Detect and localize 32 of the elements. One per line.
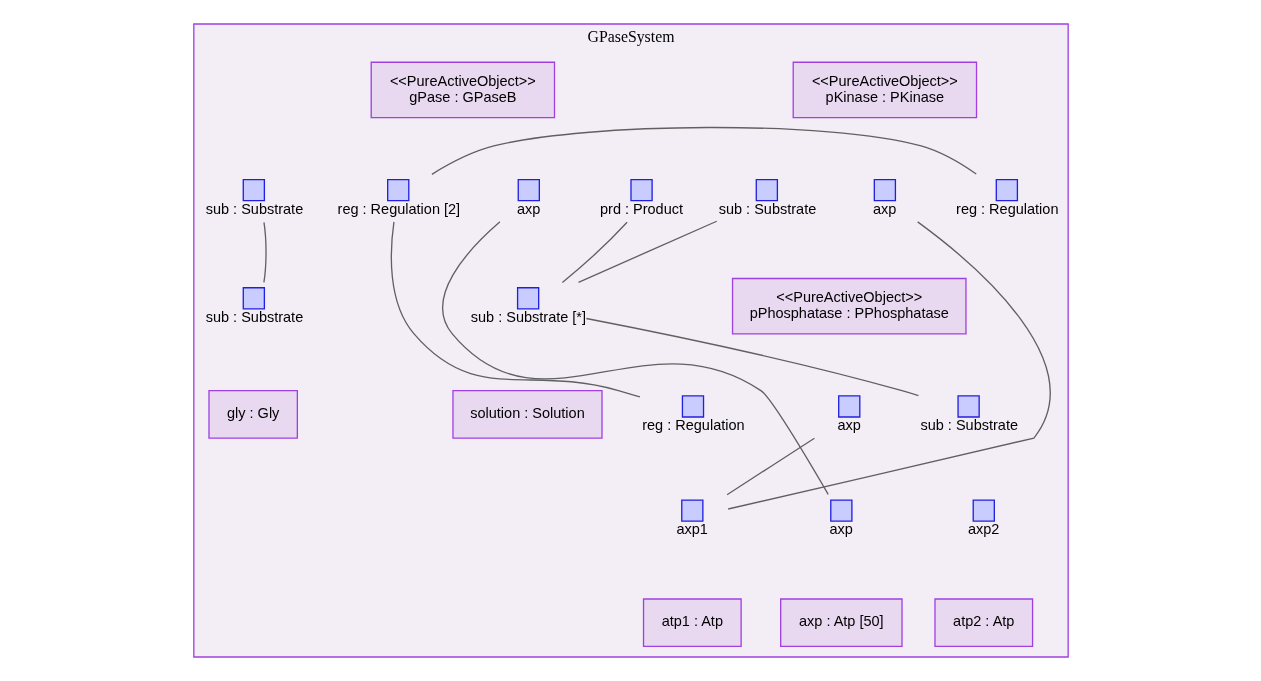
connector [577, 220, 717, 283]
node-label: sub : Substrate [*] [470, 308, 586, 325]
node-label: axp [516, 200, 540, 217]
node-label: sub : Substrate [919, 416, 1018, 433]
node-label: prd : Product [599, 200, 683, 217]
node-box: atp1 : Atp [642, 598, 742, 648]
node-label: axp [828, 521, 853, 538]
node-box: <<PureActiveObject>> pPhosphatase : PPhosphatase [731, 277, 967, 335]
node-label: axp [872, 200, 896, 217]
connector [725, 437, 815, 496]
node-label: sub : Substrate [205, 308, 303, 325]
node-label: axp [836, 416, 861, 433]
node-label: sub : Substrate [205, 200, 303, 217]
node-label: axp1 [676, 521, 708, 538]
connector [430, 126, 977, 175]
node-box: <<PureActiveObject>> pKinase : PKinase [792, 61, 977, 119]
node-label: reg : Regulation [2] [337, 200, 460, 217]
node-box: axp : Atp [50] [779, 598, 903, 648]
node-label: axp2 [967, 521, 999, 538]
connector [585, 317, 919, 397]
node-box: atp2 : Atp [933, 598, 1033, 648]
node-label: reg : Regulation [641, 416, 745, 433]
node-box: gly : Gly [207, 389, 298, 439]
connector [561, 221, 628, 284]
connector [441, 221, 829, 496]
node-label: sub : Substrate [718, 200, 816, 217]
connector [390, 221, 641, 398]
node-box: <<PureActiveObject>> gPase : GPaseB [370, 61, 555, 119]
node-box: solution : Solution [451, 389, 603, 439]
connector [727, 221, 1050, 510]
node-label: reg : Regulation [955, 200, 1058, 217]
connector [262, 221, 267, 284]
